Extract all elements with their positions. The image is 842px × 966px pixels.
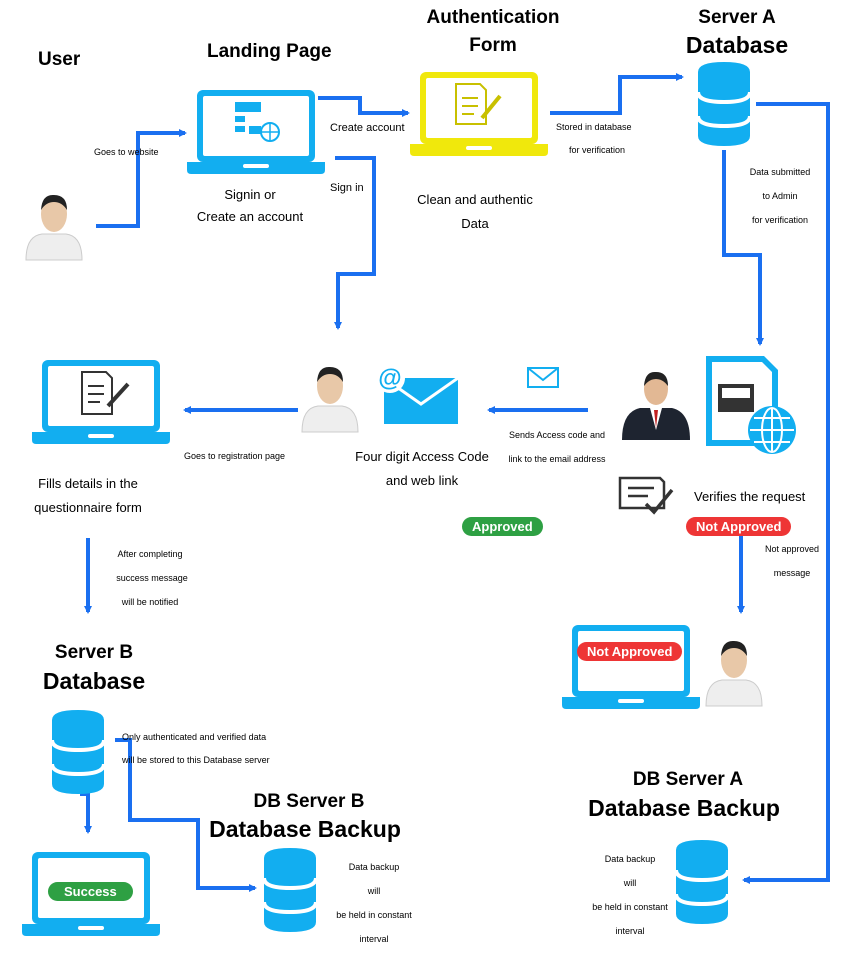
db-server-b-title: DB Server B — [253, 791, 365, 812]
envelope-icon — [527, 367, 559, 388]
backup-b-line1: Data backup — [348, 862, 400, 872]
only-authenticated-line2: will be stored to this Database server — [122, 755, 270, 765]
server-a-database-title: Database — [685, 32, 789, 58]
signin-or-label: Signin or — [224, 187, 276, 202]
db-server-a-backup-title: Database Backup — [588, 795, 780, 821]
goes-registration-label: Goes to registration page — [184, 451, 286, 461]
backup-a-line4: interval — [615, 926, 645, 936]
submitted-label-line1: Data submitted — [749, 167, 811, 177]
businessman-icon — [622, 371, 690, 440]
access-code-label-line2: and web link — [385, 473, 459, 488]
document-icon — [81, 371, 130, 415]
rejected-laptop-icon — [562, 625, 700, 709]
clean-authentic-label: Clean and authentic — [417, 192, 533, 207]
success-badge: Success — [48, 882, 133, 901]
db-server-a-title: DB Server A — [632, 769, 744, 790]
arrow-auth-to-server-a — [550, 73, 684, 115]
stored-label-line2: for verification — [569, 145, 626, 155]
arrow-server-b-to-success — [80, 792, 92, 834]
auth-form-title-line1: Authentication — [426, 7, 560, 28]
db-server-b-backup-icon — [262, 846, 318, 934]
email-icon: @ — [375, 363, 459, 424]
only-authenticated-line1: Only authenticated and verified data — [122, 732, 267, 742]
submitted-label-line3: for verification — [751, 215, 809, 225]
arrow-landing-to-auth — [318, 96, 410, 117]
access-code-label-line1: Four digit Access Code — [355, 449, 489, 464]
create-an-account-label: Create an account — [196, 209, 304, 224]
sends-label-line2: link to the email address — [508, 454, 606, 464]
checked-document-icon — [618, 476, 674, 515]
rejected-user-person-icon — [705, 640, 763, 707]
backup-a-line1: Data backup — [604, 854, 656, 864]
db-server-b-backup-title: Database Backup — [209, 816, 401, 842]
goes-to-website-label: Goes to website — [94, 147, 159, 157]
data-label: Data — [461, 216, 489, 231]
arrow-server-a-to-admin — [722, 150, 764, 346]
backup-a-line3: be held in constant — [592, 902, 668, 912]
approved-badge: Approved — [462, 517, 543, 536]
document-edit-icon — [455, 83, 502, 125]
server-b-database-icon — [50, 708, 106, 796]
stored-label-line1: Stored in database — [556, 122, 632, 132]
submitted-label-line2: to Admin — [762, 191, 798, 201]
db-server-a-backup-icon — [674, 838, 730, 926]
backup-b-line4: interval — [359, 934, 389, 944]
server-a-database-icon — [696, 60, 752, 148]
sitemap-icon — [235, 102, 280, 142]
after-completing-line2: success message — [116, 573, 188, 583]
arrow-landing-signin — [334, 156, 376, 330]
create-account-edge-label: Create account — [330, 122, 405, 134]
arrow-user-to-landing — [96, 129, 187, 228]
user-person-icon — [25, 194, 83, 261]
registered-user-person-icon — [301, 366, 359, 433]
not-approved-badge: Not Approved — [686, 517, 792, 536]
backup-b-line2: will — [367, 886, 381, 896]
not-approved-message-line2: message — [773, 568, 811, 578]
after-completing-line1: After completing — [117, 549, 183, 559]
sends-label-line1: Sends Access code and — [508, 430, 606, 440]
not-approved-screen-badge: Not Approved — [577, 642, 683, 661]
landing-page-title: Landing Page — [207, 41, 332, 62]
verifies-request-label: Verifies the request — [694, 489, 806, 504]
arrow-server-b-to-backup — [115, 738, 257, 892]
svg-text:@: @ — [378, 365, 401, 392]
server-b-title: Server B — [54, 642, 134, 663]
after-completing-line3: will be notified — [121, 597, 179, 607]
user-title: User — [38, 49, 81, 70]
fills-details-label-line2: questionnaire form — [34, 500, 142, 515]
auth-form-title-line2: Form — [469, 35, 517, 56]
server-a-title: Server A — [698, 7, 776, 28]
sign-in-edge-label: Sign in — [330, 182, 364, 194]
backup-a-line2: will — [623, 878, 637, 888]
server-b-database-title: Database — [42, 668, 146, 694]
web-document-icon — [706, 356, 796, 454]
arrow-server-a-to-backup — [742, 102, 830, 884]
fills-details-label-line1: Fills details in the — [38, 476, 138, 491]
backup-b-line3: be held in constant — [336, 910, 412, 920]
not-approved-message-line1: Not approved — [764, 544, 820, 554]
